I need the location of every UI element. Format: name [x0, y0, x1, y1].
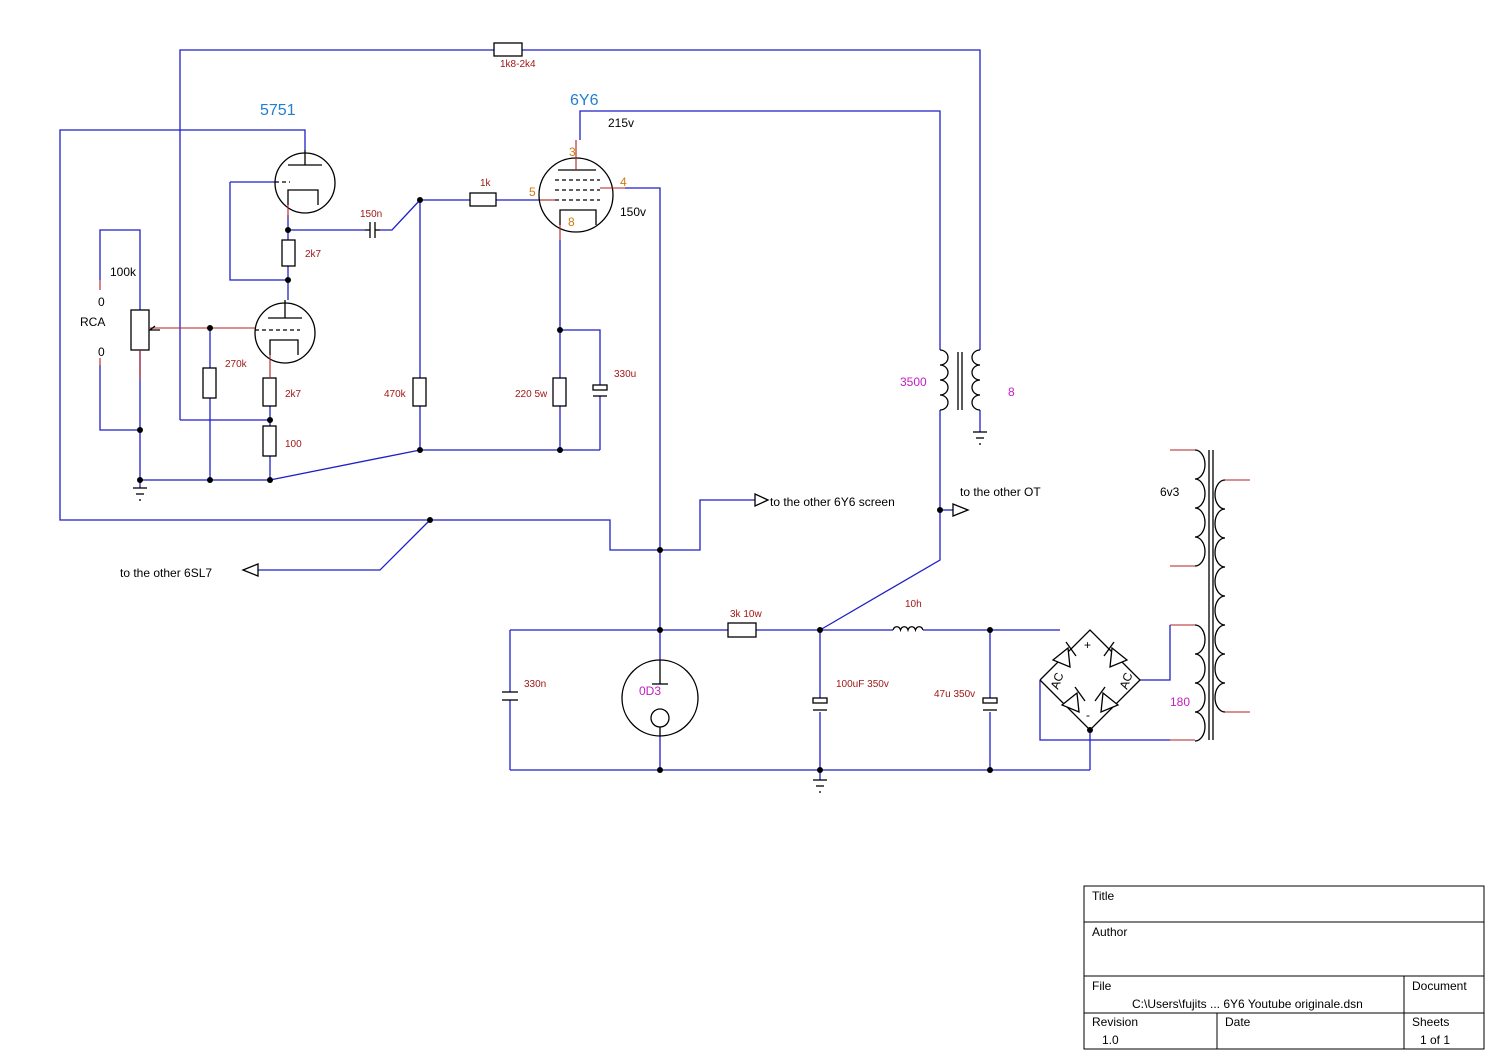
- tube-5751-lower: [254, 300, 316, 378]
- port-label-screen: to the other 6Y6 screen: [770, 495, 895, 509]
- wires: [59, 49, 1171, 780]
- label-470k: 470k: [384, 389, 407, 400]
- pin-4: 4: [620, 175, 627, 189]
- label-rca: RCA: [80, 315, 105, 329]
- label-330u: 330u: [614, 369, 636, 380]
- port-label-ot: to the other OT: [960, 485, 1041, 499]
- sheets-value: 1 of 1: [1420, 1033, 1450, 1047]
- label-2k7-lower: 2k7: [285, 389, 302, 400]
- label-100: 100: [285, 439, 302, 450]
- output-transformer: [939, 349, 981, 411]
- voltage-plate: 215v: [608, 116, 634, 130]
- voltage-screen: 150v: [620, 205, 646, 219]
- tube-5751-upper: [274, 150, 336, 218]
- resistor-220: [552, 377, 567, 407]
- label-5751: 5751: [260, 102, 296, 119]
- label-rca-0-top: 0: [98, 295, 105, 309]
- label-0d3: 0D3: [639, 684, 661, 698]
- title-label: Title: [1092, 889, 1115, 903]
- label-bridge-ac-right: AC: [1117, 670, 1136, 691]
- resistor-2k7-lower: [262, 377, 277, 407]
- label-bridge-ac-left: AC: [1048, 670, 1067, 691]
- resistor-2k7-upper: [281, 239, 296, 267]
- tube-6y6: [538, 140, 625, 240]
- label-1k: 1k: [480, 178, 492, 189]
- author-label: Author: [1092, 925, 1127, 939]
- label-6y6: 6Y6: [570, 92, 599, 109]
- label-3k-10w: 3k 10w: [730, 609, 762, 620]
- label-270k: 270k: [225, 359, 248, 370]
- revision-value: 1.0: [1102, 1033, 1119, 1047]
- document-label: Document: [1412, 979, 1467, 993]
- port-label-6sl7: to the other 6SL7: [120, 566, 212, 580]
- power-transformer: [1170, 449, 1250, 742]
- bridge-rectifier: [1039, 629, 1141, 731]
- tube-0d3: [621, 659, 699, 737]
- resistor-1k: [469, 192, 497, 207]
- file-label: File: [1092, 979, 1112, 993]
- label-bridge-plus: +: [1084, 638, 1091, 652]
- title-block: Title Author File C:\Users\fujits ... 6Y…: [1083, 885, 1485, 1050]
- potentiometer: [130, 309, 150, 351]
- label-feedback-resistor: 1k8-2k4: [500, 59, 536, 70]
- label-10h: 10h: [905, 599, 922, 610]
- resistor-270k: [202, 367, 217, 399]
- resistor-470k: [412, 377, 427, 407]
- pin-5: 5: [529, 185, 536, 199]
- label-bridge-minus: -: [1086, 708, 1090, 722]
- port-icons: [241, 492, 970, 577]
- resistor-3k: [727, 622, 757, 638]
- resistors: [130, 42, 757, 638]
- label-150n: 150n: [360, 209, 382, 220]
- label-220-5w: 220 5w: [515, 389, 548, 400]
- label-180: 180: [1170, 695, 1190, 709]
- date-label: Date: [1225, 1015, 1251, 1029]
- label-47u: 47u 350v: [934, 689, 975, 700]
- label-100uf: 100uF 350v: [836, 679, 889, 690]
- labels: 5751 6Y6 0D3 3 4 5 8 215v 150v 1k8-2k4 1…: [80, 59, 1190, 722]
- label-2k7-upper: 2k7: [305, 249, 322, 260]
- junctions: [137, 197, 1093, 773]
- resistor-feedback: [493, 42, 523, 57]
- label-ot-secondary: 8: [1008, 385, 1015, 399]
- pin-8: 8: [568, 215, 575, 229]
- file-value: C:\Users\fujits ... 6Y6 Youtube original…: [1132, 997, 1363, 1011]
- resistor-100: [262, 425, 277, 457]
- label-330n: 330n: [524, 679, 546, 690]
- ground-icon: [133, 431, 987, 793]
- sheets-label: Sheets: [1412, 1015, 1449, 1029]
- label-rca-0-bottom: 0: [98, 345, 105, 359]
- choke-10h: [892, 626, 924, 633]
- pin-3: 3: [569, 145, 576, 159]
- label-pot: 100k: [110, 265, 137, 279]
- label-ot-primary: 3500: [900, 375, 927, 389]
- revision-label: Revision: [1092, 1015, 1138, 1029]
- capacitors: [365, 222, 998, 711]
- label-6v3: 6v3: [1160, 485, 1180, 499]
